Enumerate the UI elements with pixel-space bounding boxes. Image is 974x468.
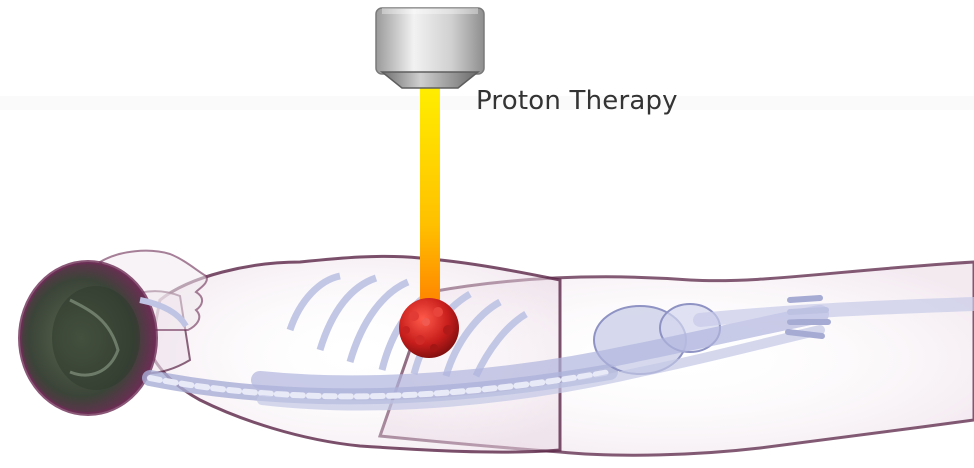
patient-body-icon xyxy=(20,251,974,455)
tumor-icon xyxy=(399,298,459,358)
proton-beam-icon xyxy=(420,86,440,318)
proton-therapy-label: Proton Therapy xyxy=(476,86,678,116)
proton-nozzle-icon xyxy=(376,8,484,88)
